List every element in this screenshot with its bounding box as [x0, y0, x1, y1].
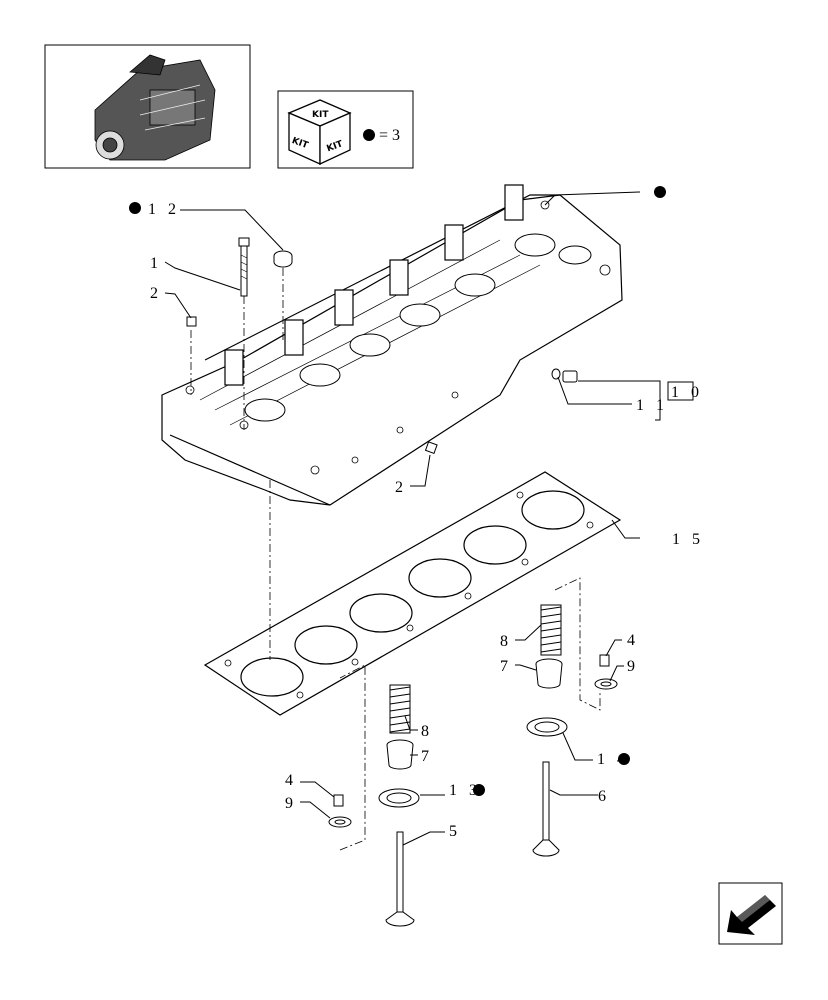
- valve-spring-right: [540, 604, 562, 656]
- callout-7b: 7: [421, 748, 433, 765]
- cylinder-head: [161, 184, 623, 506]
- kit-equals-text: = 3: [379, 127, 400, 144]
- callout-4b: 4: [285, 772, 297, 789]
- plug-part-a: [186, 316, 197, 327]
- callout-11: 1 1: [636, 397, 668, 414]
- callout-13: 1 3: [449, 782, 481, 799]
- spring-seat-left: [386, 739, 414, 770]
- alignment-lines: [190, 268, 601, 851]
- callout-box-10: [667, 381, 694, 401]
- valve-right: [532, 761, 560, 857]
- keeper-left: [333, 794, 344, 807]
- kit-dot-icon: [618, 753, 630, 765]
- callout-14: 1 4: [597, 751, 629, 768]
- valve-left: [385, 831, 415, 927]
- plug-part-b: [424, 441, 438, 455]
- callout-10: 1 0: [671, 384, 703, 401]
- valve-spring-left: [389, 684, 411, 734]
- callout-4a: 4: [627, 632, 639, 649]
- spring-seat-right: [535, 658, 563, 689]
- valve-seal-left: [378, 788, 420, 808]
- cap-plug-part: [273, 250, 293, 268]
- leader-lines: [164, 191, 661, 846]
- kit-dots: [129, 186, 666, 796]
- valve-seal-right: [526, 717, 568, 737]
- previous-page-button[interactable]: [718, 882, 783, 945]
- retainer-right: [594, 678, 618, 690]
- callout-6: 6: [598, 788, 610, 805]
- kit-dot-icon: [654, 186, 666, 198]
- kit-dot-icon: [129, 202, 141, 214]
- callout-9b: 9: [285, 795, 297, 812]
- callout-5: 5: [449, 823, 461, 840]
- callout-1: 1: [150, 255, 162, 272]
- kit-dot-icon: [363, 129, 375, 141]
- callout-12: 1 2: [148, 201, 180, 218]
- arrow-down-left-icon: [727, 895, 776, 935]
- keeper-right: [599, 654, 610, 667]
- callout-15: 1 5: [672, 531, 704, 548]
- kit-top-label: KIT: [312, 110, 329, 120]
- kit-box-icon: [287, 99, 352, 166]
- fitting-part: [551, 368, 578, 383]
- kit-dot-icon: [473, 784, 485, 796]
- retainer-left: [328, 816, 352, 828]
- callout-8a: 8: [500, 633, 512, 650]
- callout-2b: 2: [395, 479, 407, 496]
- head-gasket: [203, 471, 622, 716]
- callout-8b: 8: [421, 723, 433, 740]
- kit-legend: KIT KIT KIT = 3: [277, 90, 414, 169]
- callout-9a: 9: [627, 658, 639, 675]
- callout-7a: 7: [500, 658, 512, 675]
- bolt-part: [238, 237, 250, 297]
- engine-thumbnail: [44, 44, 251, 169]
- callout-2a: 2: [150, 285, 162, 302]
